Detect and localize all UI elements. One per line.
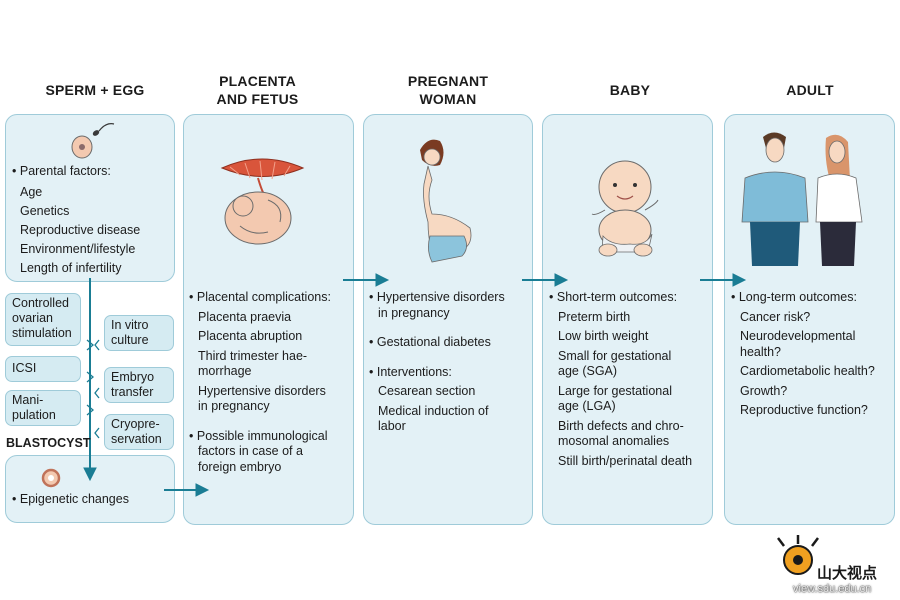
heading-line: WOMAN: [419, 91, 477, 107]
list-item: Preterm birth: [558, 309, 631, 324]
interventions-label: Interventions:: [369, 365, 529, 381]
box-line: pulation: [12, 408, 56, 422]
list-item: Environment/lifestyle: [20, 242, 136, 256]
list-item-line: age (LGA): [558, 399, 616, 413]
heading-placenta-fetus: PLACENTA AND FETUS: [185, 72, 330, 108]
box-in-vitro-culture: In vitro culture: [104, 315, 174, 351]
panel-placenta-fetus: [183, 114, 354, 525]
box-line: stimulation: [12, 326, 72, 340]
list-item-line: factors in case of a: [198, 444, 303, 458]
heading-baby: BABY: [609, 82, 651, 98]
complications-label: Placental complications:: [189, 290, 349, 306]
list-item-line: age (SGA): [558, 364, 618, 378]
heading-line: PLACENTA: [219, 73, 296, 89]
list-item: Hypertensive disorders in pregnancy: [189, 384, 349, 415]
list-item: Length of infertility: [20, 261, 122, 275]
heading-adult: ADULT: [786, 82, 834, 98]
blastocyst-label: BLASTOCYST: [6, 436, 91, 450]
list-item-line: Possible immunological: [189, 429, 349, 445]
pregnant-woman-icon: [420, 139, 472, 263]
box-line: Controlled: [12, 296, 69, 310]
box-manipulation: Mani- pulation: [5, 390, 81, 426]
box-icsi: ICSI: [5, 356, 81, 382]
placenta-fetus-icon: [220, 158, 305, 245]
list-item: Placenta abruption: [198, 329, 303, 343]
watermark-url: view.sdu.edu.cn: [793, 583, 872, 595]
watermark-name: 山大视点: [817, 565, 878, 582]
box-line: ICSI: [12, 361, 37, 375]
heading-line: PREGNANT: [407, 73, 489, 89]
box-cryopreservation: Cryopre- servation: [104, 414, 174, 450]
list-item-line: health?: [740, 344, 782, 359]
epigenetic-changes: Epigenetic changes: [12, 492, 129, 508]
box-embryo-transfer: Embryo transfer: [104, 367, 174, 403]
list-item: Cancer risk?: [740, 309, 811, 324]
box-line: servation: [111, 432, 162, 446]
list-item: Third trimester hae- morrhage: [189, 349, 349, 380]
box-line: Mani-: [12, 393, 44, 407]
list-item-line: Neurodevelopmental: [740, 329, 856, 343]
long-term-label: Long-term outcomes:: [731, 290, 893, 306]
gestational-diabetes: Gestational diabetes: [369, 335, 529, 351]
egg-sperm-icon: [71, 123, 115, 159]
list-item-line: mosomal anomalies: [558, 434, 670, 448]
box-line: culture: [111, 333, 149, 347]
list-item-line: Small for gestational: [558, 348, 672, 363]
woman-text: Hypertensive disorders in pregnancy Gest…: [369, 290, 529, 435]
box-line: transfer: [111, 385, 154, 399]
short-term-label: Short-term outcomes:: [549, 290, 711, 306]
list-item: Reproductive function?: [740, 403, 868, 417]
list-item-line: Medical induction of: [378, 403, 489, 418]
list-item: Cardiometabolic health?: [740, 364, 875, 378]
box-line: Embryo: [111, 370, 155, 384]
list-item: Birth defects and chro- mosomal anomalie…: [549, 419, 711, 450]
parental-factors-list: Age Genetics Reproductive disease Enviro…: [20, 183, 140, 278]
list-item: Growth?: [740, 383, 788, 398]
list-item: Still birth/perinatal death: [558, 453, 693, 468]
list-item: Cesarean section: [378, 384, 476, 398]
heading-sperm-egg: SPERM + EGG: [45, 82, 145, 98]
list-item: Large for gestational age (LGA): [549, 384, 711, 415]
list-item-line: Birth defects and chro-: [558, 418, 684, 433]
list-item-line: labor: [378, 419, 406, 433]
box-line: ovarian: [12, 311, 53, 325]
list-item-line: in pregnancy: [378, 305, 450, 320]
placenta-text: Placental complications: Placenta praevi…: [189, 290, 349, 475]
adult-text: Long-term outcomes: Cancer risk? Neurode…: [731, 290, 893, 419]
list-item: Neurodevelopmental health?: [731, 329, 893, 360]
list-item: Reproductive disease: [20, 223, 141, 237]
adults-icon: [741, 132, 863, 266]
panel-pregnant-woman: [363, 114, 533, 525]
list-item-line: Hypertensive disorders: [198, 383, 326, 398]
blastocyst-icon: [41, 468, 61, 488]
list-item-line: morrhage: [198, 364, 252, 378]
list-item-line: foreign embryo: [198, 459, 282, 474]
list-item-line: Hypertensive disorders: [369, 290, 529, 306]
list-item: Small for gestational age (SGA): [549, 349, 711, 380]
list-item-line: in pregnancy: [198, 399, 270, 413]
list-item: Age: [20, 185, 43, 199]
baby-icon: [591, 160, 659, 257]
list-item: Genetics: [20, 204, 70, 218]
box-line: Cryopre-: [111, 417, 160, 431]
heading-pregnant-woman: PREGNANT WOMAN: [373, 72, 523, 108]
list-item: Low birth weight: [558, 329, 649, 343]
list-item: Medical induction of labor: [369, 404, 529, 435]
list-item-line: Large for gestational: [558, 383, 672, 398]
immuno-factors: Possible immunological factors in case o…: [189, 429, 349, 476]
heading-line: AND FETUS: [216, 91, 299, 107]
list-item: Placenta praevia: [198, 309, 292, 324]
arrows: [83, 273, 747, 497]
baby-text: Short-term outcomes: Preterm birth Low b…: [549, 290, 711, 469]
box-controlled-ovarian-stimulation: Controlled ovarian stimulation: [5, 293, 81, 346]
parental-factors-label: Parental factors:: [12, 164, 111, 180]
box-line: In vitro: [111, 318, 149, 332]
list-item-line: Third trimester hae-: [198, 348, 308, 363]
